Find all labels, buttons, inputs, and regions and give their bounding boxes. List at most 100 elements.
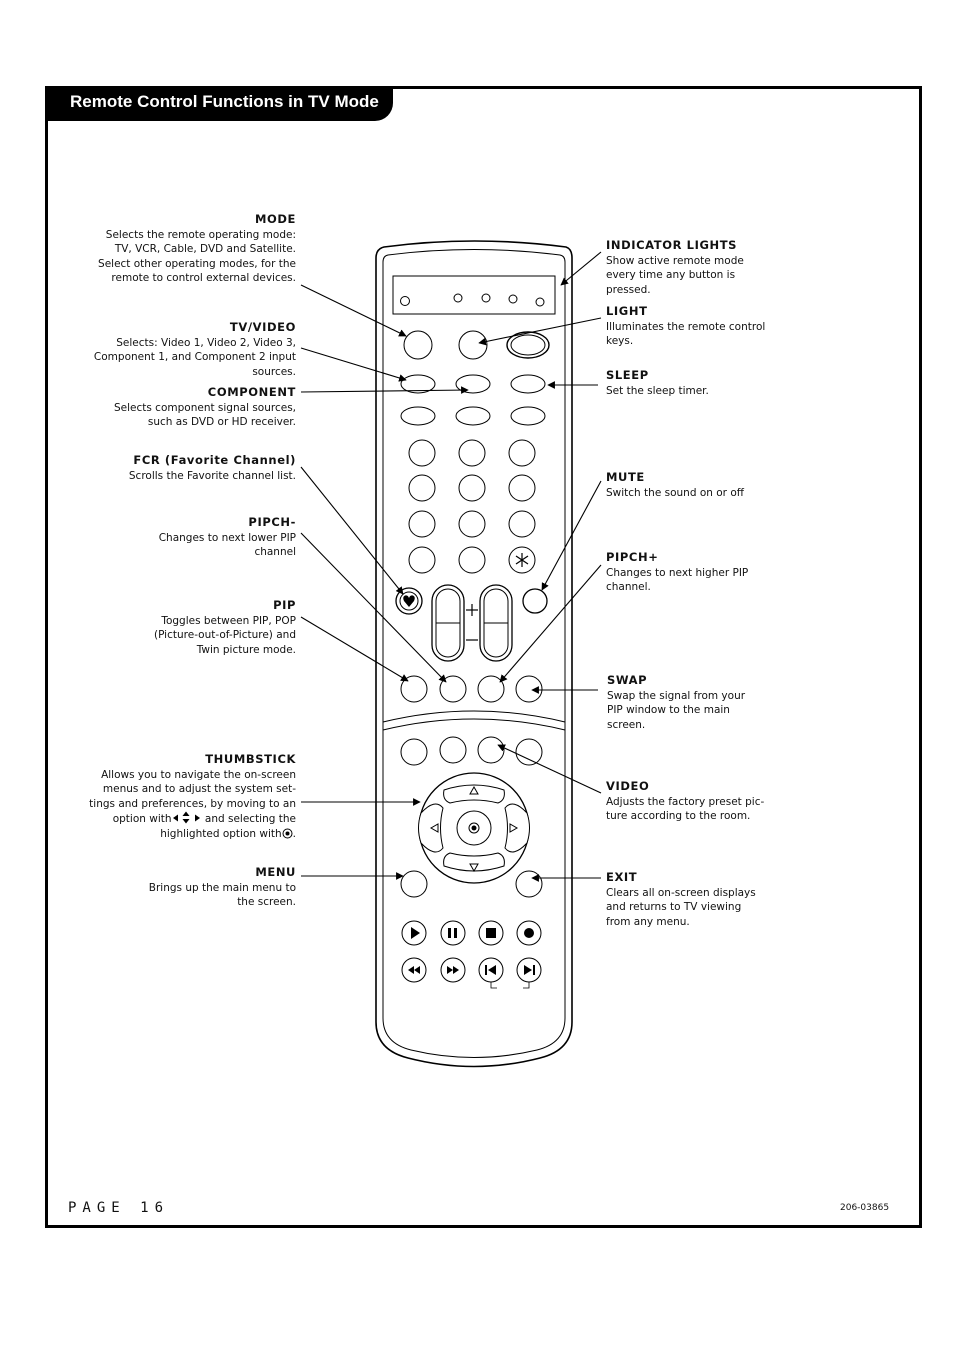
number-button[interactable] [458,439,486,467]
swap-label: SWAP [607,673,648,687]
record-icon [524,928,534,938]
mute-description: Switch the sound on or off [606,486,744,499]
document-code: 206-03865 [840,1203,890,1213]
exit-button[interactable] [515,870,543,898]
channel-rocker[interactable] [479,584,513,662]
sleep-description: Set the sleep timer. [606,384,709,397]
fcr-label: FCR (Favorite Channel) [133,453,296,467]
tv-video-callout: TV/VIDEO Selects: Video 1, Video 2, Vide… [92,320,296,379]
pause-button[interactable] [440,920,466,946]
component-description: Selects component signal sources, such a… [113,401,296,429]
menu-label: MENU [255,865,296,879]
pip-callout: PIP Toggles between PIP, POP (Picture-ou… [142,598,296,657]
number-button[interactable] [508,510,536,538]
light-label: LIGHT [606,304,648,318]
oval-button-5[interactable] [455,406,491,426]
swap-button[interactable] [515,675,543,703]
pip-label: PIP [273,598,296,612]
mode-callout: MODE Selects the remote operating mode: … [92,212,296,286]
exit-label: EXIT [606,870,638,884]
lower-button-2[interactable] [439,736,467,764]
triangle-right-icon [509,823,519,833]
exit-description: Clears all on-screen displays and return… [606,886,756,928]
number-button[interactable] [458,474,486,502]
video-label: VIDEO [606,779,650,793]
pipch-minus-callout: PIPCH- Changes to next lower PIP channel [152,515,296,560]
mute-callout: MUTE Switch the sound on or off [606,470,781,500]
pipch-plus-button[interactable] [477,675,505,703]
thumbstick-description: Allows you to navigate the on-screen men… [88,768,296,842]
component-label: COMPONENT [207,385,296,399]
exit-callout: EXIT Clears all on-screen displays and r… [606,870,766,929]
menu-callout: MENU Brings up the main menu to the scre… [142,865,296,910]
number-button[interactable] [408,510,436,538]
volume-rocker[interactable] [431,584,465,662]
thumbstick-desc-text: Allows you to navigate the on-screen men… [89,768,296,826]
play-icon [411,927,420,939]
menu-button[interactable] [400,870,428,898]
light-button[interactable] [506,331,550,359]
triangle-up-icon [469,785,479,795]
select-dot-icon [468,822,480,834]
mode-description: Selects the remote operating mode: TV, V… [98,228,296,285]
triangle-down-icon [469,863,479,873]
asterisk-icon [515,553,529,567]
thumbstick-desc-text: and selecting the highlighted option wit… [160,813,296,840]
stop-icon [486,928,496,938]
video-button[interactable] [477,736,505,764]
video-description: Adjusts the factory preset pic-ture acco… [606,795,765,823]
oval-button-4[interactable] [400,406,436,426]
four-way-arrows-icon [172,811,200,824]
pipch-minus-label: PIPCH- [248,515,296,529]
pip-description: Toggles between PIP, POP (Picture-out-of… [153,614,296,656]
fcr-callout: FCR (Favorite Channel) Scrolls the Favor… [92,453,296,483]
number-button[interactable] [458,546,486,574]
pause-icon [448,928,457,938]
number-button[interactable] [508,439,536,467]
lower-button-1[interactable] [400,738,428,766]
triangle-left-icon [429,823,439,833]
pipch-plus-callout: PIPCH+ Changes to next higher PIP channe… [606,550,766,595]
indicator-lights-description: Show active remote mode every time any b… [606,254,744,296]
mode-label: MODE [254,212,296,226]
power-button[interactable] [458,330,488,360]
light-description: Illuminates the remote control keys. [606,320,766,348]
remote-body [375,240,573,1068]
light-callout: LIGHT Illuminates the remote control key… [606,304,781,349]
thumbstick-callout: THUMBSTICK Allows you to navigate the on… [88,752,296,841]
mute-label: MUTE [606,470,645,484]
fcr-description: Scrolls the Favorite channel list. [128,469,296,482]
pip-button[interactable] [400,675,428,703]
rewind-icon [408,966,420,974]
component-callout: COMPONENT Selects component signal sourc… [92,385,296,430]
sleep-callout: SLEEP Set the sleep timer. [606,368,781,398]
tv-video-label: TV/VIDEO [229,320,296,334]
indicator-lights-panel [392,275,556,315]
heart-icon [403,595,415,607]
number-keypad [408,439,536,574]
tv-video-button[interactable] [400,374,436,394]
tv-video-description: Selects: Video 1, Video 2, Video 3, Comp… [93,336,296,378]
sleep-label: SLEEP [606,368,649,382]
number-button[interactable] [458,510,486,538]
number-button[interactable] [408,439,436,467]
pipch-minus-description: Changes to next lower PIP channel [158,531,296,559]
select-dot-icon [282,828,293,838]
video-callout: VIDEO Adjusts the factory preset pic-tur… [606,779,776,824]
number-button[interactable] [508,474,536,502]
indicator-lights-callout: INDICATOR LIGHTS Show active remote mode… [606,238,756,297]
number-button[interactable] [408,546,436,574]
thumbstick-desc-text: . [292,827,296,840]
lower-button-4[interactable] [515,738,543,766]
oval-button-6[interactable] [510,406,546,426]
number-button[interactable] [408,474,436,502]
page-title: Remote Control Functions in TV Mode [70,92,379,111]
mute-button[interactable] [522,588,548,614]
callout-arrows [300,251,602,882]
mode-button[interactable] [403,330,433,360]
plus-minus-marks [466,604,478,641]
menu-description: Brings up the main menu to the screen. [148,881,296,909]
sleep-button[interactable] [510,374,546,394]
title-tab [47,88,393,121]
